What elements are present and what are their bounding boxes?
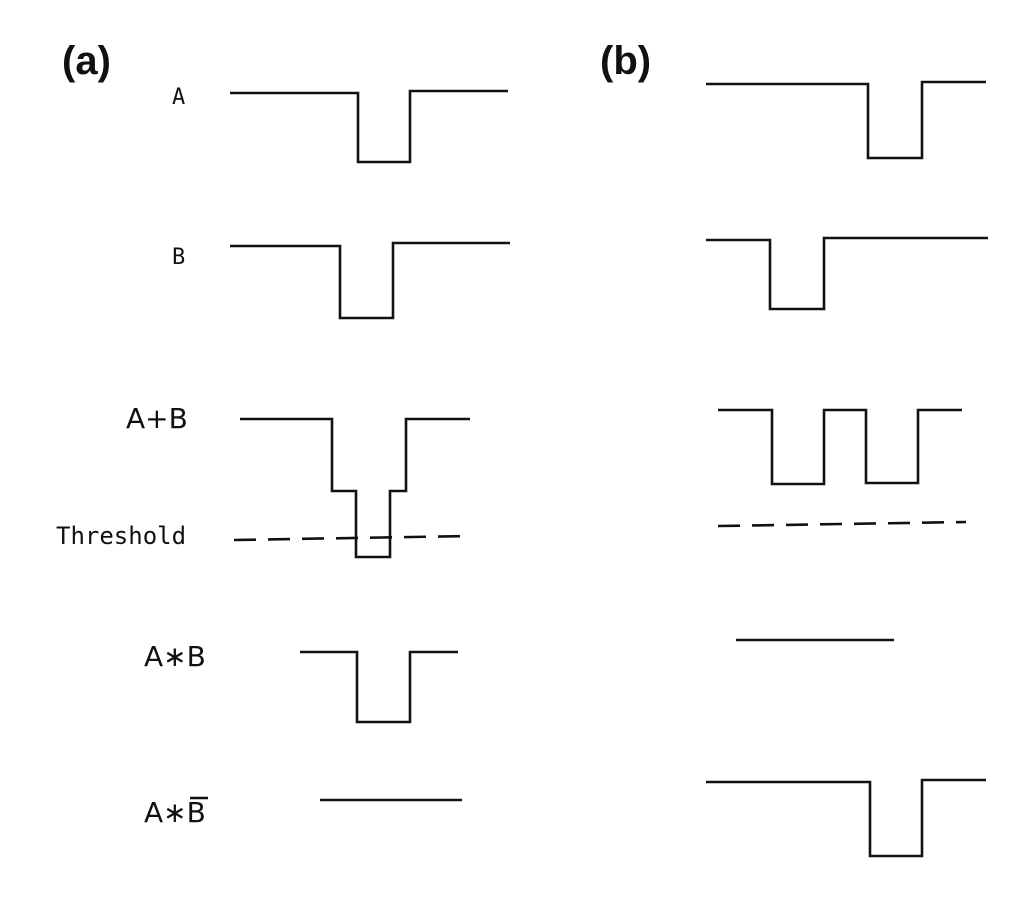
wave-b-threshold: [717, 520, 967, 528]
wave-b-signal-b: [706, 236, 988, 311]
wave-a-signal-a: [230, 89, 508, 164]
signal-b-label: B: [172, 245, 185, 270]
signal-a-label: A: [172, 85, 185, 110]
wave-a-signal-b: [230, 241, 510, 320]
wave-b-signal-sum: [718, 408, 962, 486]
wave-a-signal-and: [300, 650, 458, 724]
signal-sum-label: A+B: [126, 402, 188, 435]
signal-and-not-label: A∗B: [144, 796, 206, 829]
signal-and-label: A∗B: [144, 640, 206, 673]
panel-a-label: (a): [62, 39, 111, 83]
wave-b-signal-a: [706, 80, 986, 160]
wave-a-threshold: [233, 534, 471, 542]
threshold-label: Threshold: [56, 522, 186, 550]
panel-b-label: (b): [600, 39, 651, 83]
wave-a-signal-sum: [240, 417, 470, 559]
wave-b-signal-and-not: [706, 778, 986, 858]
